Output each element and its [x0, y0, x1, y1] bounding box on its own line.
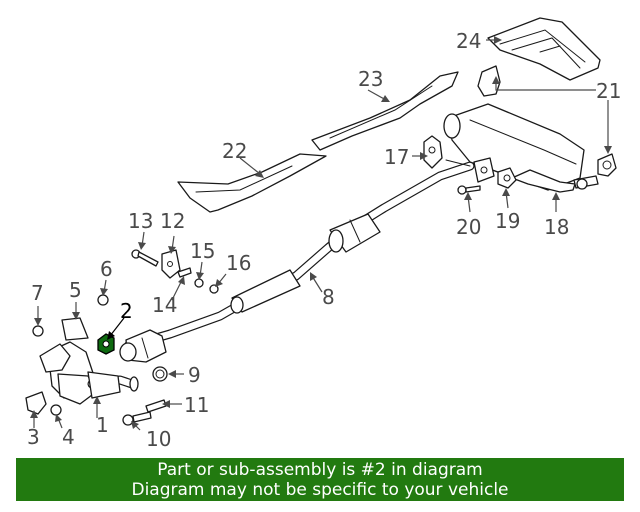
- part-5-bracket: [61, 317, 89, 341]
- part-10-bolt: [122, 411, 152, 426]
- leader-lines: [30, 36, 612, 431]
- part-3-bracket: [25, 391, 47, 415]
- callout-24: 24: [456, 29, 481, 53]
- part-1-front-pipe: [39, 341, 139, 405]
- callout-13: 13: [128, 209, 153, 233]
- callout-20: 20: [456, 215, 481, 239]
- callout-9: 9: [188, 363, 201, 387]
- part-7-nut: [32, 325, 44, 337]
- info-banner: Part or sub-assembly is #2 in diagram Di…: [16, 458, 624, 501]
- callout-18: 18: [544, 215, 569, 239]
- callout-12: 12: [160, 209, 185, 233]
- part-2-gasket-highlighted: [97, 333, 115, 355]
- callout-17: 17: [384, 145, 409, 169]
- part-24-heat-shield: [487, 17, 601, 81]
- callout-labels: 1 2 3 4 5 6 7 8 9 10 11 12 13 14 15 16 1…: [27, 29, 621, 451]
- callout-22: 22: [222, 139, 247, 163]
- part-14-bolt: [177, 267, 192, 278]
- callout-7: 7: [31, 281, 44, 305]
- part-11-stud: [145, 399, 167, 413]
- callout-10: 10: [146, 427, 171, 451]
- part-17-hanger: [423, 135, 471, 169]
- callout-5: 5: [69, 278, 82, 302]
- callout-19: 19: [495, 209, 520, 233]
- part-9-gasket: [152, 366, 168, 382]
- part-12-bracket: [161, 249, 181, 279]
- callout-8: 8: [322, 285, 335, 309]
- part-19-gasket: [497, 167, 517, 189]
- part-4-bolt: [50, 404, 62, 416]
- callout-4: 4: [62, 425, 75, 449]
- part-6-nut: [97, 294, 109, 306]
- callout-23: 23: [358, 67, 383, 91]
- callout-15: 15: [190, 239, 215, 263]
- banner-line-2: Diagram may not be specific to your vehi…: [131, 480, 509, 500]
- callout-2: 2: [120, 299, 133, 323]
- callout-3: 3: [27, 425, 40, 449]
- part-20-bolt: [457, 185, 481, 195]
- part-8-center-pipe: [123, 161, 475, 351]
- callout-16: 16: [226, 251, 251, 275]
- callout-21: 21: [596, 79, 621, 103]
- callout-14: 14: [152, 293, 177, 317]
- part-16-nut: [209, 284, 219, 294]
- catalytic-converter: [119, 329, 167, 363]
- part-13-bolt: [131, 249, 159, 267]
- part-21-hangers: [477, 65, 617, 177]
- callout-11: 11: [184, 393, 209, 417]
- banner-line-1: Part or sub-assembly is #2 in diagram: [157, 460, 483, 480]
- part-22-heat-shield: [177, 153, 327, 213]
- flange-connector: [473, 157, 495, 183]
- part-23-heat-shield: [311, 71, 459, 151]
- part-15-washer: [194, 278, 204, 288]
- callout-6: 6: [100, 257, 113, 281]
- part-18-muffler: [443, 103, 599, 193]
- callout-1: 1: [96, 413, 109, 437]
